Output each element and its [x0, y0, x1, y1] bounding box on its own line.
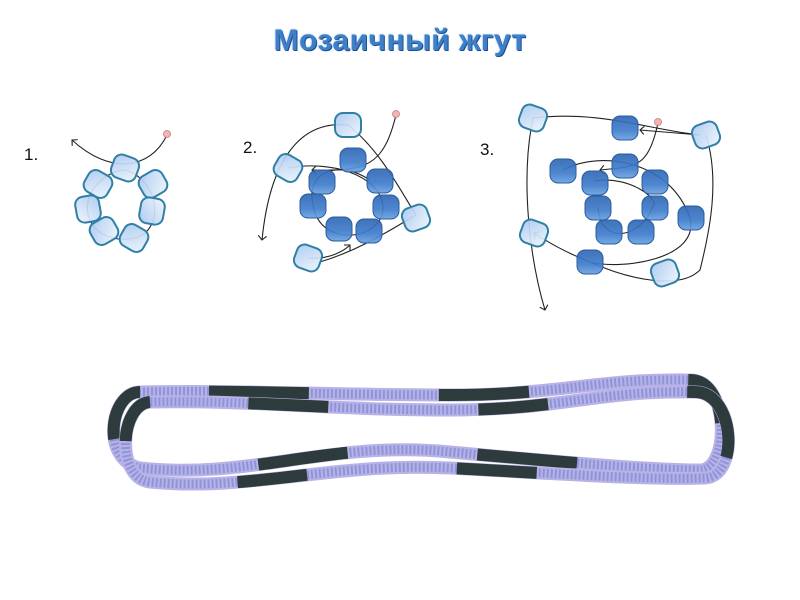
dark-bead [366, 168, 394, 194]
dark-bead [308, 169, 336, 195]
light-bead [74, 194, 102, 224]
dark-bead [611, 115, 639, 141]
dark-bead [549, 158, 577, 184]
dark-bead [641, 195, 669, 221]
dark-bead [576, 249, 604, 275]
light-bead [109, 153, 141, 183]
dark-bead [299, 193, 327, 219]
necklace-beads-light [109, 375, 726, 475]
dark-bead [641, 169, 669, 195]
step-label-1: 1. [24, 145, 39, 164]
light-bead [88, 216, 120, 246]
light-bead [138, 196, 166, 226]
step-label-2: 2. [243, 138, 258, 157]
thread-start-dot [163, 130, 171, 138]
dark-bead [325, 216, 353, 242]
dark-bead [339, 147, 367, 173]
dark-bead [595, 219, 623, 245]
light-bead [292, 243, 324, 273]
light-bead [82, 169, 114, 199]
dark-bead [581, 170, 609, 196]
light-bead [690, 120, 722, 150]
thread-path [262, 124, 349, 240]
light-bead [517, 103, 549, 133]
page-title: Мозаичный жгут [273, 24, 527, 57]
dark-bead [627, 219, 655, 245]
dark-bead [355, 218, 383, 244]
thread-start-dot [392, 110, 400, 118]
dark-bead [584, 195, 612, 221]
dark-bead [611, 153, 639, 179]
light-bead [137, 169, 169, 199]
light-bead [649, 258, 681, 288]
necklace-image [107, 373, 735, 491]
light-bead [118, 223, 150, 253]
necklace-strand [119, 385, 735, 491]
light-bead [518, 218, 550, 248]
light-bead [272, 153, 304, 183]
thread-path [526, 117, 545, 310]
beads [74, 103, 722, 288]
light-bead [334, 112, 362, 138]
dark-bead [677, 205, 705, 231]
dark-bead [372, 194, 400, 220]
step-label-3: 3. [480, 140, 495, 159]
thread-start-dot [654, 118, 662, 126]
light-bead [400, 203, 432, 233]
